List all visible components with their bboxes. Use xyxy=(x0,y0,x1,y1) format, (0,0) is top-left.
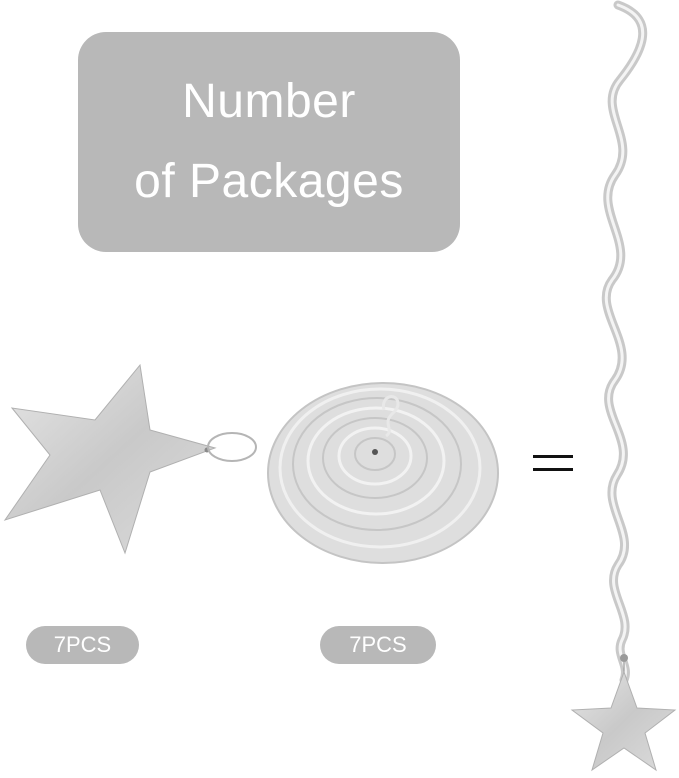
spiral-count-badge: 7PCS xyxy=(320,626,436,664)
title-line-1: Number xyxy=(182,75,356,128)
spiral-disc-icon xyxy=(267,382,499,564)
star-count-badge: 7PCS xyxy=(26,626,139,664)
hook-ring-icon xyxy=(207,432,257,462)
hanging-swirl-icon xyxy=(570,0,677,772)
star-icon xyxy=(3,363,217,555)
title-box: Number of Packages xyxy=(78,32,460,252)
title-line-2: of Packages xyxy=(134,155,404,208)
equals-icon xyxy=(533,455,573,475)
